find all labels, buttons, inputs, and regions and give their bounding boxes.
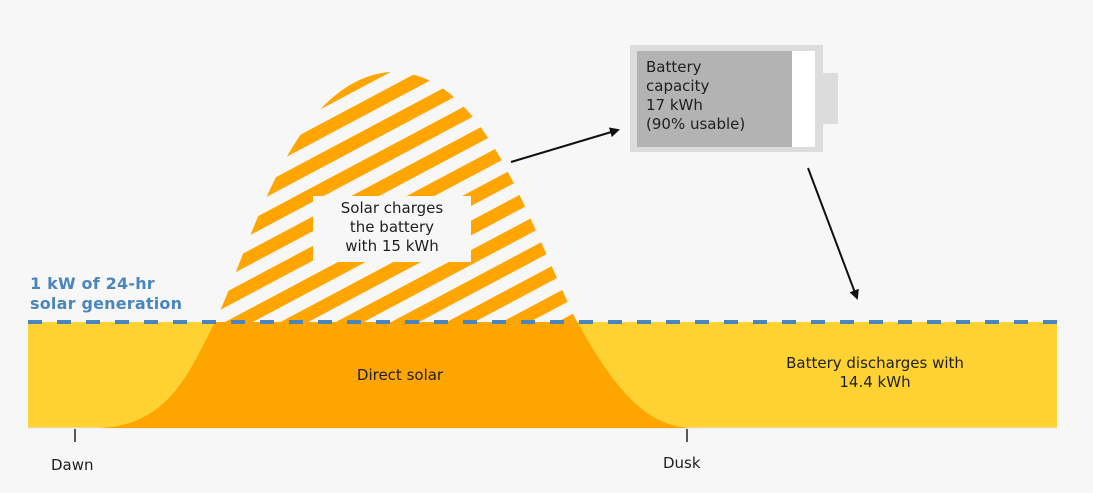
- battery-label-line4: (90% usable): [646, 115, 746, 133]
- dawn-label: Dawn: [51, 456, 94, 474]
- arrow-from-battery: [807, 167, 859, 300]
- battery-charge-label: Solar charges the battery with 15 kWh: [313, 196, 471, 262]
- discharge-label-line2: 14.4 kWh: [839, 373, 911, 391]
- discharge-label-line1: Battery discharges with: [786, 354, 964, 372]
- battery-icon: [630, 45, 838, 152]
- charge-label-line2: the battery: [349, 218, 435, 236]
- battery-label-line3: 17 kWh: [646, 96, 703, 114]
- arrow-to-battery: [510, 127, 620, 163]
- direct-solar-area: [100, 322, 690, 428]
- baseline-label: 1 kW of 24-hr solar generation: [30, 274, 182, 314]
- charge-label-line3: with 15 kWh: [345, 237, 439, 255]
- battery-charge-level: [637, 51, 792, 147]
- battery-terminal: [823, 73, 838, 124]
- dusk-label: Dusk: [663, 454, 701, 472]
- battery-capacity-label: Battery capacity 17 kWh (90% usable): [646, 58, 786, 134]
- battery-discharge-label: Battery discharges with 14.4 kWh: [760, 354, 990, 392]
- baseline-label-line1: 1 kW of 24-hr: [30, 274, 155, 293]
- battery-label-line2: capacity: [646, 77, 710, 95]
- charge-label-line1: Solar charges: [340, 199, 444, 217]
- battery-label-line1: Battery: [646, 58, 702, 76]
- direct-solar-label: Direct solar: [356, 366, 444, 384]
- baseline-label-line2: solar generation: [30, 294, 183, 313]
